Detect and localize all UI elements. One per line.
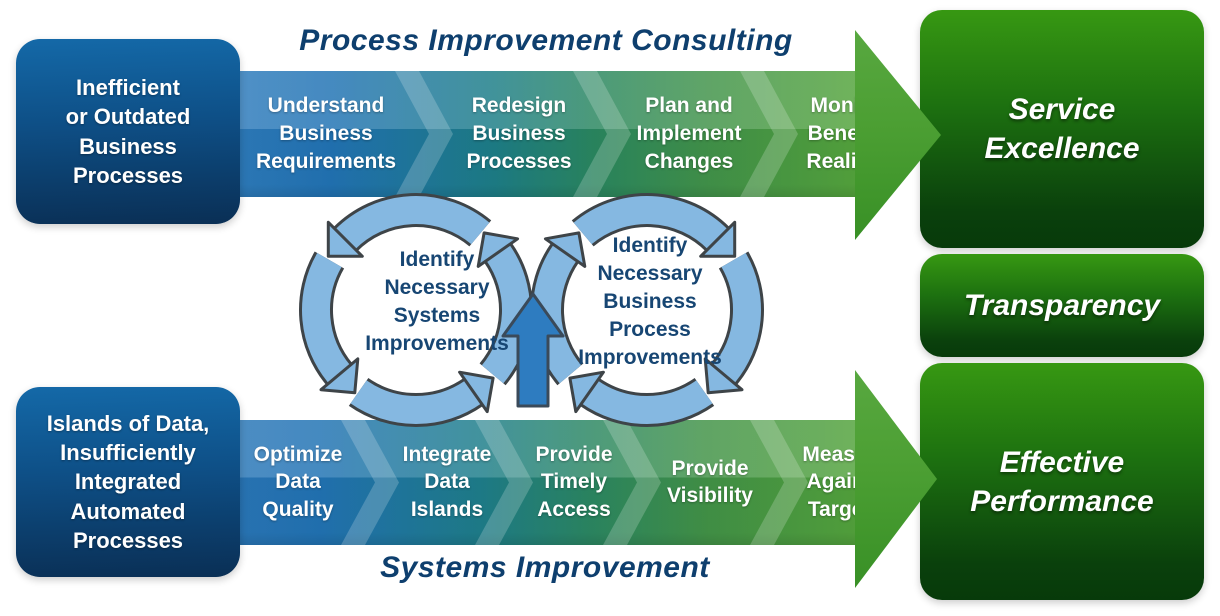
text-line: Visibility [667,484,753,508]
text-line: Islands of Data, [46,411,210,437]
text-line: Quality [262,498,334,522]
step-provide-visibility: Provide Visibility [667,455,753,511]
chevron-separator [573,71,631,197]
text-line: Understand [267,94,385,118]
process-consulting-band: Understand Business Requirements Redesig… [232,71,892,197]
text-line: Identify [399,248,475,272]
text-line: Integrated [74,469,182,495]
text-line: Excellence [984,132,1140,165]
text-line: Provide [535,442,613,466]
chevron-separator [750,420,808,545]
text-line: Requirements [255,149,397,173]
text-line: Automated [70,498,186,524]
systems-cycle-label: Identify Necessary Systems Improvements [365,246,509,358]
center-up-arrow-icon [501,292,565,408]
text-line: Performance [970,484,1154,518]
text-line: Effective [999,445,1125,479]
text-line: Timely [540,470,608,494]
outcome-box-effective-performance: Effective Performance [920,363,1204,600]
text-line: Processes [72,527,184,553]
step-integrate-data-islands: Integrate Data Islands [403,441,492,525]
bottom-flow-title: Systems Improvement [380,551,710,584]
text-line: Implement [636,122,742,146]
text-line: or Outdated [65,104,191,130]
problem-box-islands-of-data: Islands of Data, Insufficiently Integrat… [16,387,240,577]
text-line: Processes [466,149,572,173]
text-line: Insufficiently [60,440,196,466]
systems-improvement-band: Optimize Data Quality Integrate Data Isl… [232,420,888,545]
text-line: Data [275,470,321,494]
text-line: Business [472,122,566,146]
step-redesign-business-processes: Redesign Business Processes [466,92,571,176]
text-line: Data [424,470,470,494]
text-line: Improvements [365,331,509,355]
text-line: Process [609,317,691,341]
step-provide-timely-access: Provide Timely Access [535,441,612,525]
text-line: Integrate [402,442,492,466]
text-line: Transparency [963,289,1161,322]
text-line: Identify [612,234,688,258]
text-line: Necessary [384,276,490,300]
text-line: Business [603,290,697,314]
process-cycle-label: Identify Necessary Business Process Impr… [578,232,722,372]
outcome-box-transparency: Transparency [920,254,1204,357]
text-line: Processes [72,162,184,188]
text-line: Changes [644,149,734,173]
text-line: Plan and [645,94,733,118]
text-line: Improvements [578,345,722,369]
text-line: Optimize [253,442,343,466]
step-plan-and-implement-changes: Plan and Implement Changes [636,92,741,176]
chevron-separator [395,71,453,197]
step-optimize-data-quality: Optimize Data Quality [254,441,343,525]
text-line: Systems [393,304,481,327]
text-line: Provide [671,456,749,480]
text-line: Access [537,498,611,522]
text-line: Islands [410,498,484,522]
outcome-box-service-excellence: Service Excellence [920,10,1204,248]
text-line: Business [79,133,177,159]
text-line: Redesign [471,94,567,118]
top-flow-title: Process Improvement Consulting [299,24,793,57]
chevron-separator [341,420,399,545]
text-line: Service [1008,93,1116,126]
step-understand-business-requirements: Understand Business Requirements [256,92,396,176]
text-line: Necessary [597,262,703,286]
text-line: Business [279,122,373,146]
problem-box-outdated-processes: Inefficient or Outdated Business Process… [16,39,240,224]
text-line: Inefficient [76,75,180,101]
chevron-separator [740,71,798,197]
